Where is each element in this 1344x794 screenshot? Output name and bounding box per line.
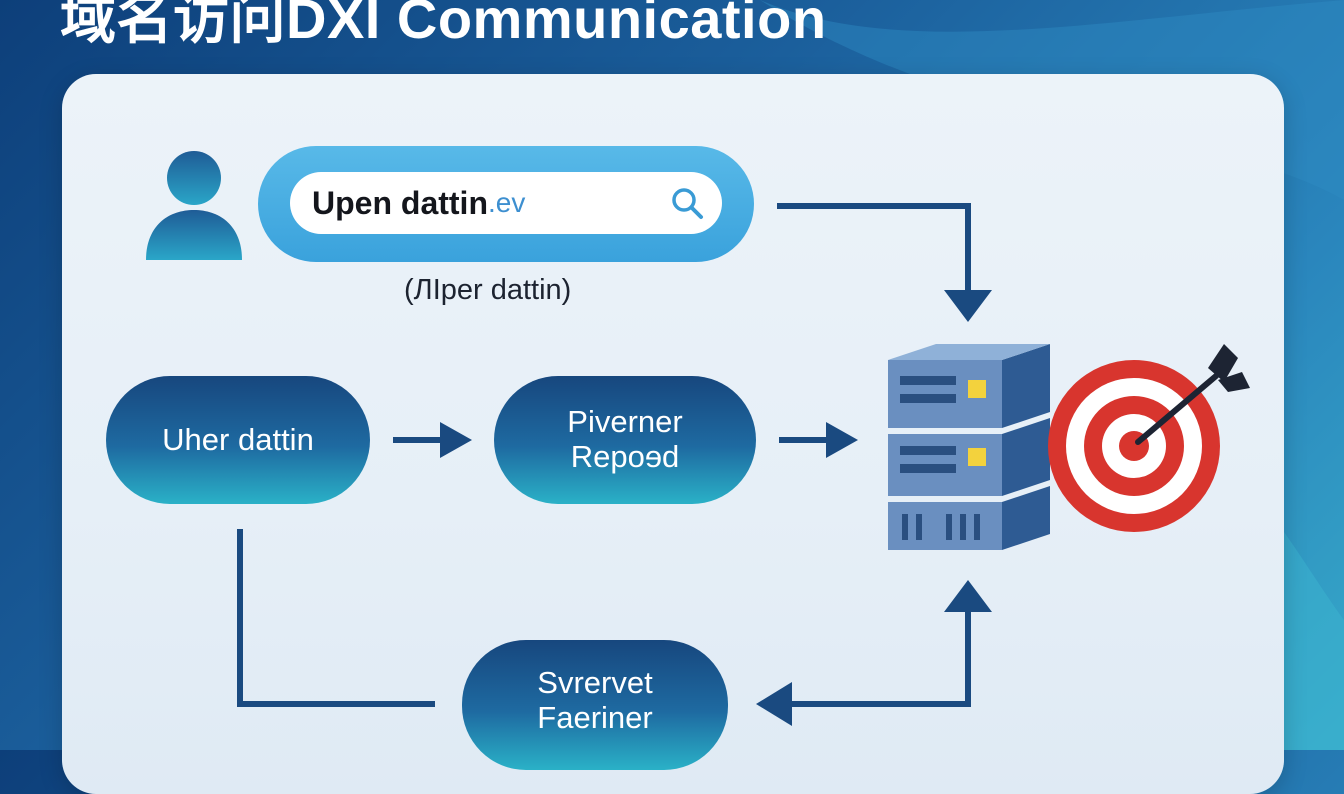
node-processor: Piverner Repoɘd <box>494 376 756 504</box>
search-input[interactable]: Upen dattin.ev <box>290 172 722 234</box>
page-title: 域名访问DXI Communication <box>60 0 827 50</box>
node-feedback-line-1: Svrervet <box>537 665 653 700</box>
search-caption: (ЛIper dattin) <box>404 274 572 306</box>
arrowhead-right-1 <box>440 422 472 458</box>
target-icon <box>1048 344 1250 532</box>
search-value: Upen dattin <box>312 184 488 221</box>
connector-arrows <box>237 203 992 726</box>
node-user-data: Uher dattin <box>106 376 370 504</box>
search-icon[interactable] <box>670 186 704 220</box>
arrowhead-right-2 <box>826 422 858 458</box>
arrowhead-up <box>944 580 992 612</box>
search-suffix: .ev <box>487 187 526 218</box>
arrow-user-to-feedback <box>237 529 435 707</box>
arrowhead-left <box>756 682 792 726</box>
arrow-search-to-server <box>777 203 971 295</box>
node-processor-line-2: Repoɘd <box>570 439 680 474</box>
arrowhead-down <box>944 290 992 322</box>
node-processor-line-1: Piverner <box>567 404 683 440</box>
node-feedback-line-2: Faeriner <box>537 699 653 735</box>
node-server-feedback: Svrervet Faeriner <box>462 640 728 770</box>
arrow-feedback-to-server <box>783 609 971 707</box>
server-icon <box>888 344 1050 550</box>
user-icon <box>146 151 242 260</box>
node-user-data-label: Uher dattin <box>162 421 314 457</box>
